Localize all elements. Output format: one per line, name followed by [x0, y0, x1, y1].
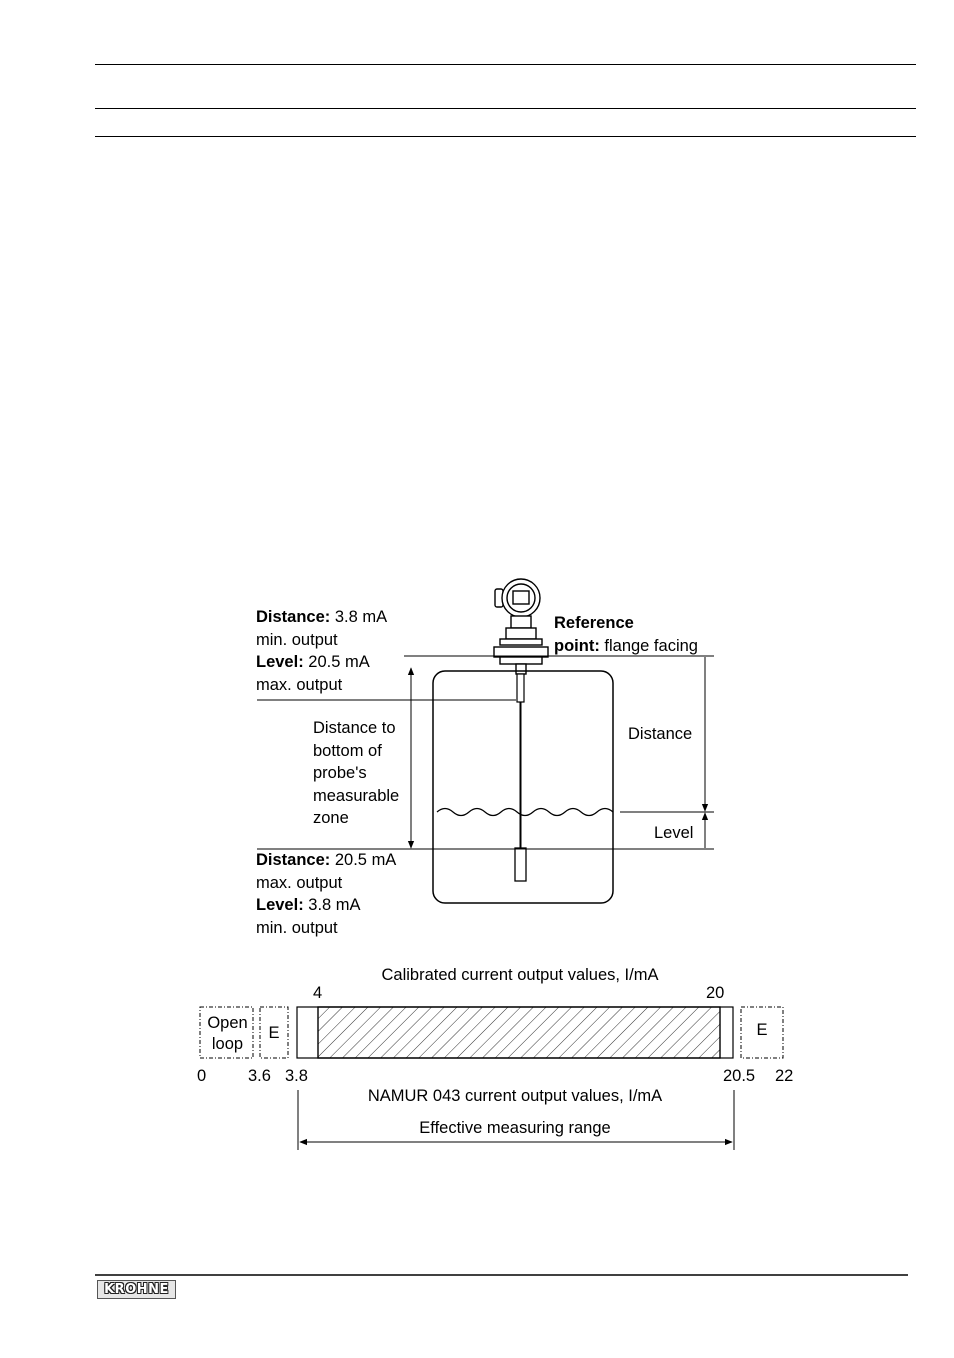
distance-label: Distance [628, 725, 693, 743]
probe-zone-line-1: Distance to [313, 719, 396, 737]
bottom-level-label: Level: 3.8 mA [256, 896, 361, 914]
calibrated-title: Calibrated current output values, I/mA [381, 966, 659, 984]
namur-title: NAMUR 043 current output values, I/mA [367, 1087, 663, 1105]
transmitter-icon [493, 578, 549, 675]
tank-outline [432, 670, 614, 904]
calibrated-max-label: 20 [706, 984, 725, 1002]
error-left-label: E [268, 1024, 280, 1042]
top-level-label: Level: 20.5 mA [256, 653, 370, 671]
probe-zone-line-4: measurable [313, 787, 400, 805]
tick-20-5: 20.5 [723, 1067, 756, 1085]
probe-zone-line-3: probe's [313, 764, 367, 782]
krohne-logo: KROHNE [97, 1280, 176, 1299]
tick-0: 0 [197, 1067, 207, 1085]
tick-3-8: 3.8 [285, 1067, 308, 1085]
reference-point-title: Reference [554, 614, 634, 632]
header-rule-bottom [95, 136, 916, 137]
tick-22: 22 [775, 1067, 794, 1085]
top-distance-label: Distance: 3.8 mA [256, 608, 388, 626]
bottom-distance-label: Distance: 20.5 mA [256, 851, 397, 869]
header-rule-top [95, 64, 916, 65]
header-rule-middle [95, 108, 916, 109]
open-loop-box [199, 1006, 254, 1059]
calibrated-range-hatch [317, 1006, 721, 1059]
error-box-left [259, 1006, 289, 1059]
effective-range-label: Effective measuring range [419, 1119, 611, 1137]
top-level-note: max. output [256, 676, 343, 694]
bottom-level-note: min. output [256, 919, 338, 937]
level-label: Level [654, 824, 694, 842]
bottom-distance-note: max. output [256, 874, 343, 892]
error-box-right [740, 1006, 784, 1059]
top-distance-note: min. output [256, 631, 338, 649]
tick-3-6: 3.6 [248, 1067, 271, 1085]
probe-zone-line-5: zone [313, 809, 349, 827]
probe-icon [514, 673, 527, 882]
reference-point-label: point: flange facing [554, 637, 698, 655]
calibrated-min-label: 4 [313, 984, 323, 1002]
probe-zone-line-2: bottom of [313, 742, 382, 760]
error-right-label: E [756, 1021, 768, 1039]
liquid-surface [436, 807, 614, 817]
